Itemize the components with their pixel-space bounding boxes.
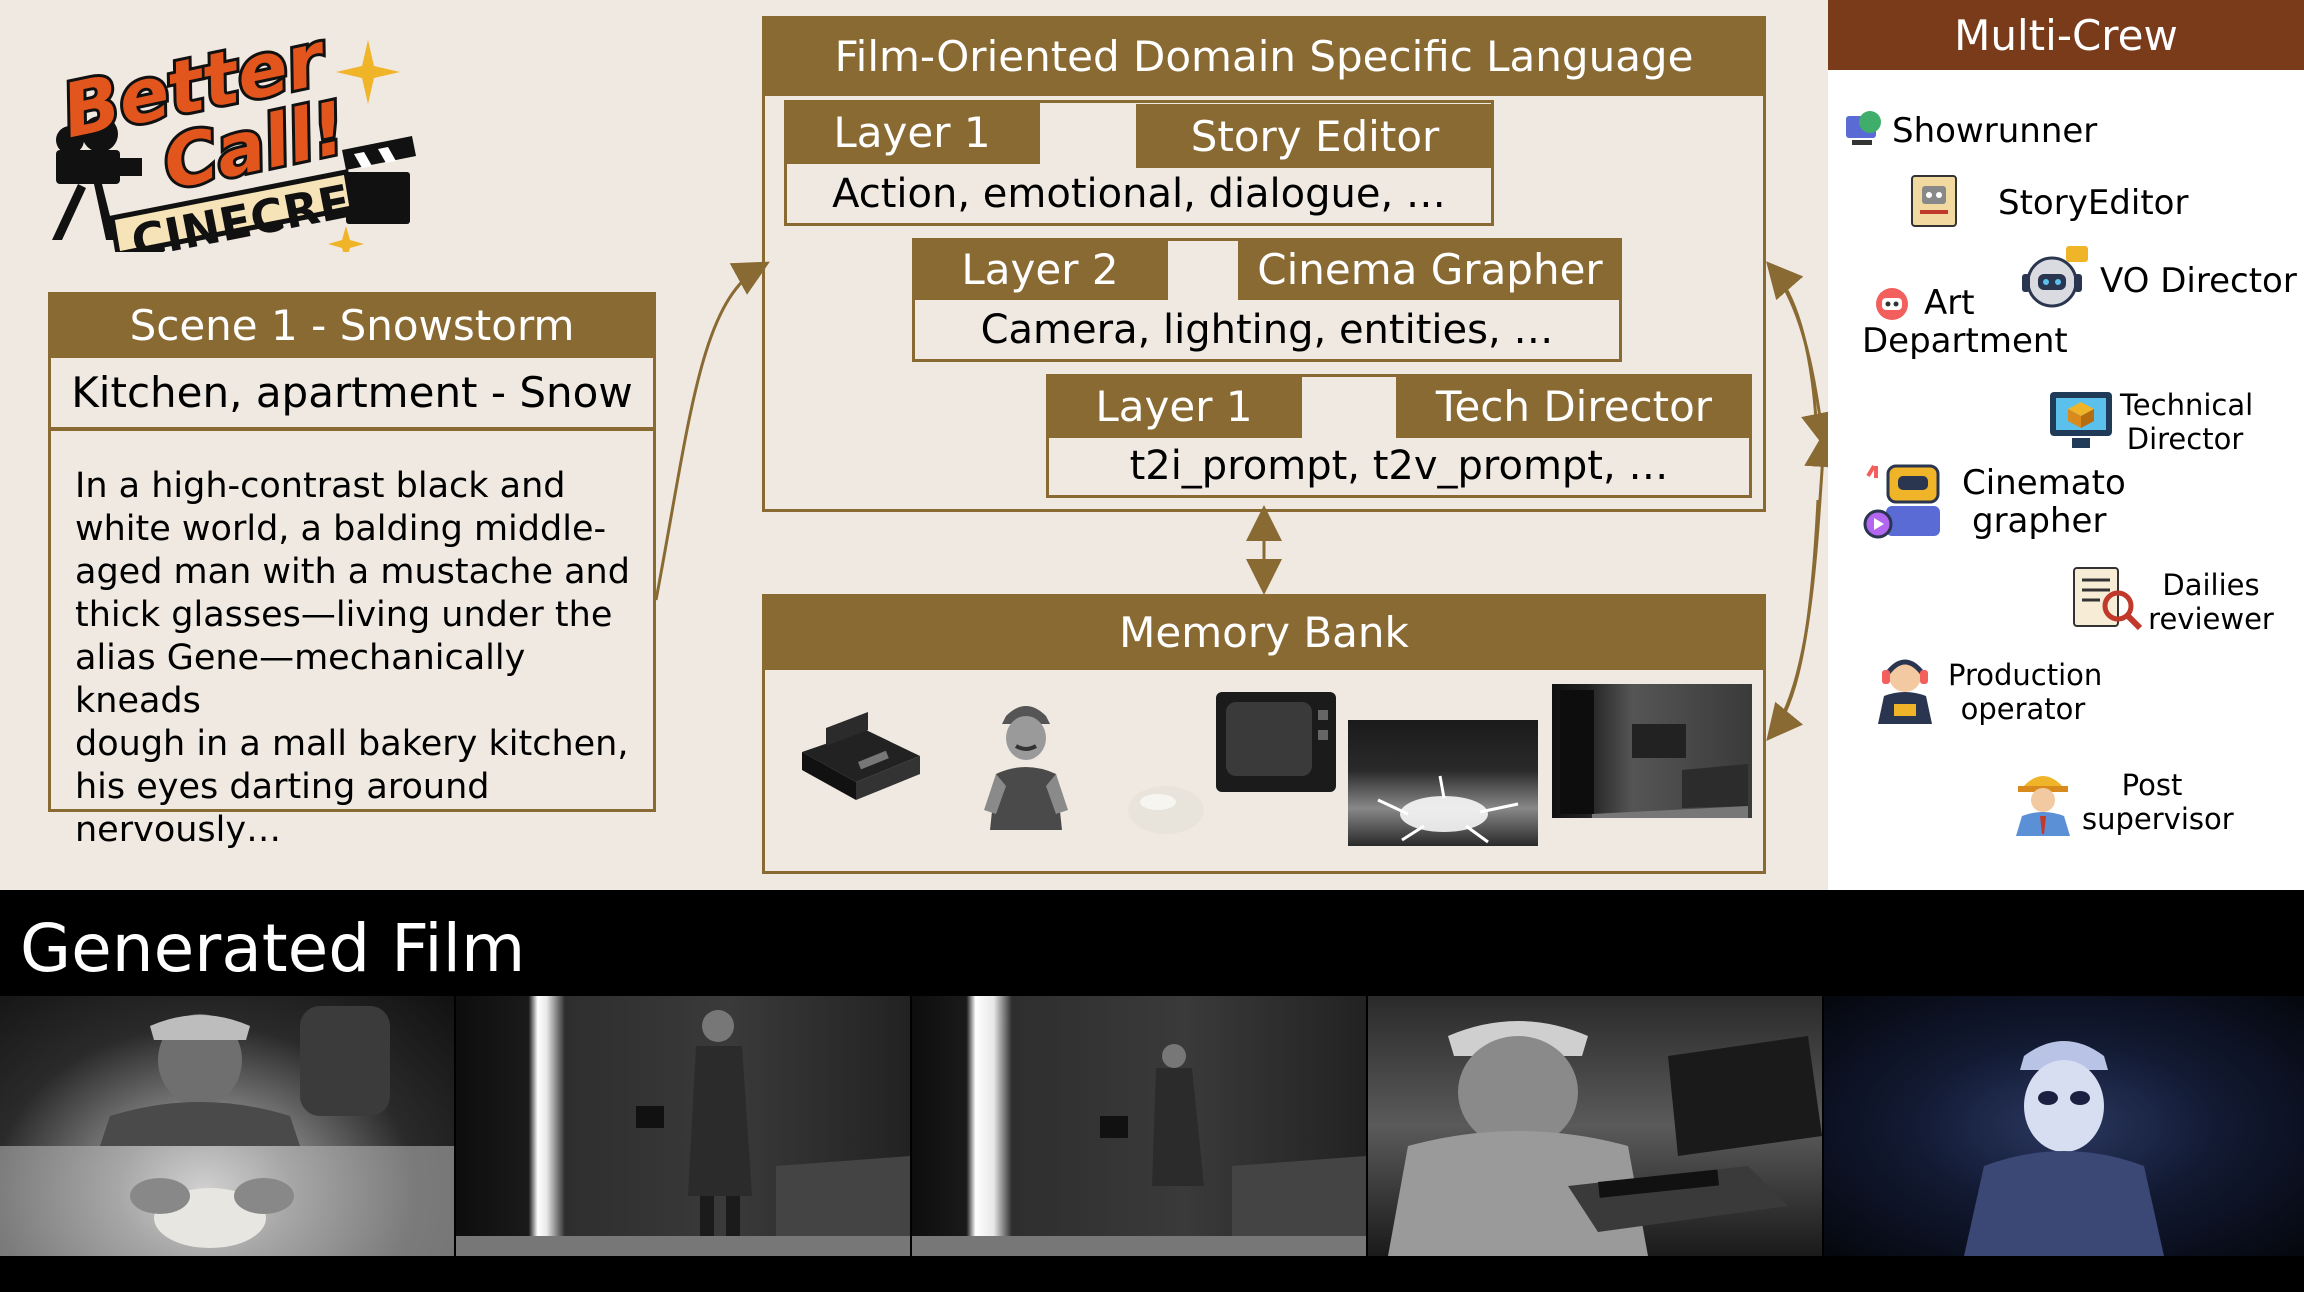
scene-location: Kitchen, apartment - Snow	[48, 358, 656, 430]
scene-header: Scene 1 - Snowstorm	[48, 292, 656, 358]
crew-cinemato-line2: grapher	[1972, 501, 2107, 541]
film-frame-doorway	[456, 996, 910, 1256]
multi-crew-panel	[1828, 0, 2304, 890]
shadowy-figure-icon	[1964, 1041, 2164, 1256]
camera-robot-icon	[1863, 464, 1940, 539]
man-with-cap-image	[984, 706, 1068, 830]
layer-role: Story Editor	[1190, 111, 1440, 161]
arrow-memory-to-crew	[1770, 431, 1841, 735]
dsl-title-text: Film-Oriented Domain Specific Language	[834, 31, 1694, 81]
multi-crew-title: Multi-Crew	[1828, 0, 2304, 70]
multi-crew-title-text: Multi-Crew	[1954, 10, 2178, 60]
scene-line: thick glasses—living under the	[75, 595, 613, 635]
arrow-crew-to-dsl	[1766, 261, 1818, 421]
scene-line: nervously…	[75, 810, 282, 850]
man-bending-icon	[912, 1044, 1366, 1256]
cinecrew-logo: Better Call! CINECREW	[28, 12, 428, 269]
crew-technical-director: Technical Director	[2120, 388, 2254, 456]
film-frame-room	[912, 996, 1366, 1256]
man-in-doorway-icon	[456, 1010, 910, 1256]
film-frame-kneading	[0, 996, 454, 1256]
crew-showrunner: Showrunner	[1892, 111, 2098, 151]
snowy-floor-image	[1348, 720, 1538, 846]
room-interior-icon	[1560, 690, 1748, 818]
crew-dailies-reviewer: Dailies reviewer	[2146, 568, 2276, 636]
apartment-room-image	[1552, 684, 1752, 818]
crew-dailies-line2: reviewer	[2148, 602, 2274, 636]
globe-computer-icon	[1846, 111, 1881, 145]
scene-description: In a high-contrast black and white world…	[48, 428, 656, 850]
baker-kneading-icon	[0, 1006, 454, 1256]
snow-burst-icon	[1377, 775, 1519, 844]
layer-role: Cinema Grapher	[1257, 244, 1603, 294]
crew-post-line1: Post	[2121, 768, 2183, 802]
dough-ball-image	[1128, 786, 1204, 834]
crew-post-supervisor: Post supervisor	[2082, 768, 2234, 836]
crew-art-line1: Art	[1924, 283, 1975, 323]
crew-technical-line2: Director	[2126, 422, 2244, 456]
film-frame-vcr	[1368, 996, 1822, 1256]
layer-tag: Layer 2	[912, 238, 1168, 300]
crew-production-operator: Production operator	[1948, 658, 2103, 726]
crew-post-line2: supervisor	[2082, 802, 2234, 836]
scene-line: aged man with a mustache and	[75, 552, 630, 592]
arrow-scene-to-dsl	[654, 261, 770, 601]
arrow-crew-to-memory	[1766, 499, 1820, 741]
vcr-player-image	[802, 712, 920, 800]
role-tag: Story Editor	[1136, 104, 1494, 168]
scene-title: Scene 1 - Snowstorm	[129, 300, 575, 350]
crew-vo-director: VO Director	[2100, 261, 2297, 301]
scene-location-text: Kitchen, apartment - Snow	[71, 368, 633, 417]
scene-line: dough in a mall bakery kitchen,	[75, 724, 629, 764]
memory-bank-title-text: Memory Bank	[1119, 607, 1409, 657]
layer-number: Layer 1	[833, 107, 991, 157]
layer-tag: Layer 1	[1046, 374, 1302, 438]
scene-line: white world, a balding middle-	[75, 509, 607, 549]
film-frame-blue-figure	[1824, 996, 2304, 1256]
layer-role: Tech Director	[1435, 381, 1713, 431]
generated-film-title: Generated Film	[20, 910, 526, 987]
hardhat-worker-icon	[2016, 776, 2070, 836]
layer-number: Layer 1	[1095, 381, 1253, 431]
notebook-robot-icon	[1911, 175, 1957, 227]
crew-production-line1: Production	[1948, 658, 2103, 692]
scene-line: alias Gene—mechanically kneads	[75, 638, 526, 721]
layer-tag: Layer 1	[784, 100, 1040, 164]
crew-technical-line1: Technical	[2120, 388, 2254, 422]
crew-dailies-line1: Dailies	[2162, 568, 2260, 602]
document-magnifier-icon	[2073, 567, 2143, 631]
operator-headset-icon	[1878, 659, 1932, 724]
palette-robot-icon	[1876, 288, 1908, 320]
layer-content: t2i_prompt, t2v_prompt, …	[1129, 443, 1669, 489]
layer-number: Layer 2	[961, 244, 1119, 294]
dsl-title: Film-Oriented Domain Specific Language	[762, 16, 1766, 96]
layer-content: Action, emotional, dialogue, …	[832, 171, 1446, 217]
layer-content: Camera, lighting, entities, …	[980, 307, 1554, 353]
headset-robot-icon	[2022, 246, 2088, 308]
scene-line: his eyes darting around	[75, 767, 490, 807]
crew-production-line2: operator	[1960, 692, 2086, 726]
crew-cinemato-line1: Cinemato	[1962, 463, 2126, 503]
old-television-image	[1216, 692, 1336, 792]
role-tag: Tech Director	[1396, 374, 1752, 438]
role-tag: Cinema Grapher	[1238, 238, 1622, 300]
monitor-cube-icon	[2050, 392, 2112, 448]
crew-storyeditor: StoryEditor	[1998, 183, 2189, 223]
scene-line: In a high-contrast black and	[75, 466, 566, 506]
memory-bank-title: Memory Bank	[762, 594, 1766, 670]
man-with-vcr-icon	[1388, 1021, 1822, 1256]
crew-art-line2: Department	[1862, 321, 2068, 361]
